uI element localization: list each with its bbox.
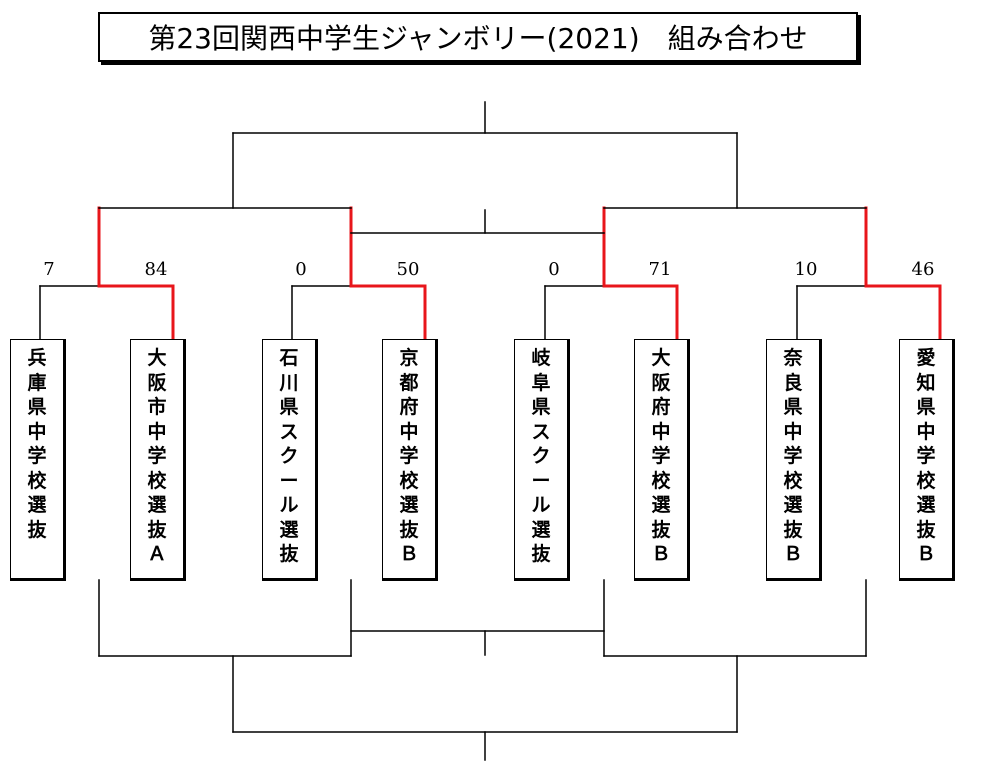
score-label: 71 bbox=[648, 259, 672, 280]
score-label: 7 bbox=[43, 259, 55, 280]
team-name-box: 石川県スクール選抜 bbox=[262, 339, 318, 581]
score-label: 46 bbox=[911, 259, 935, 280]
team-name-box: 岐阜県スクール選抜 bbox=[514, 339, 570, 581]
score-label: 0 bbox=[295, 259, 307, 280]
score-label: 0 bbox=[548, 259, 560, 280]
score-label: 10 bbox=[794, 259, 818, 280]
team-name-box: 兵庫県中学校選抜 bbox=[10, 339, 66, 581]
score-label: 84 bbox=[144, 259, 168, 280]
score-label: 50 bbox=[396, 259, 420, 280]
bracket-title: 第23回関西中学生ジャンボリー(2021) 組み合わせ bbox=[98, 12, 858, 62]
